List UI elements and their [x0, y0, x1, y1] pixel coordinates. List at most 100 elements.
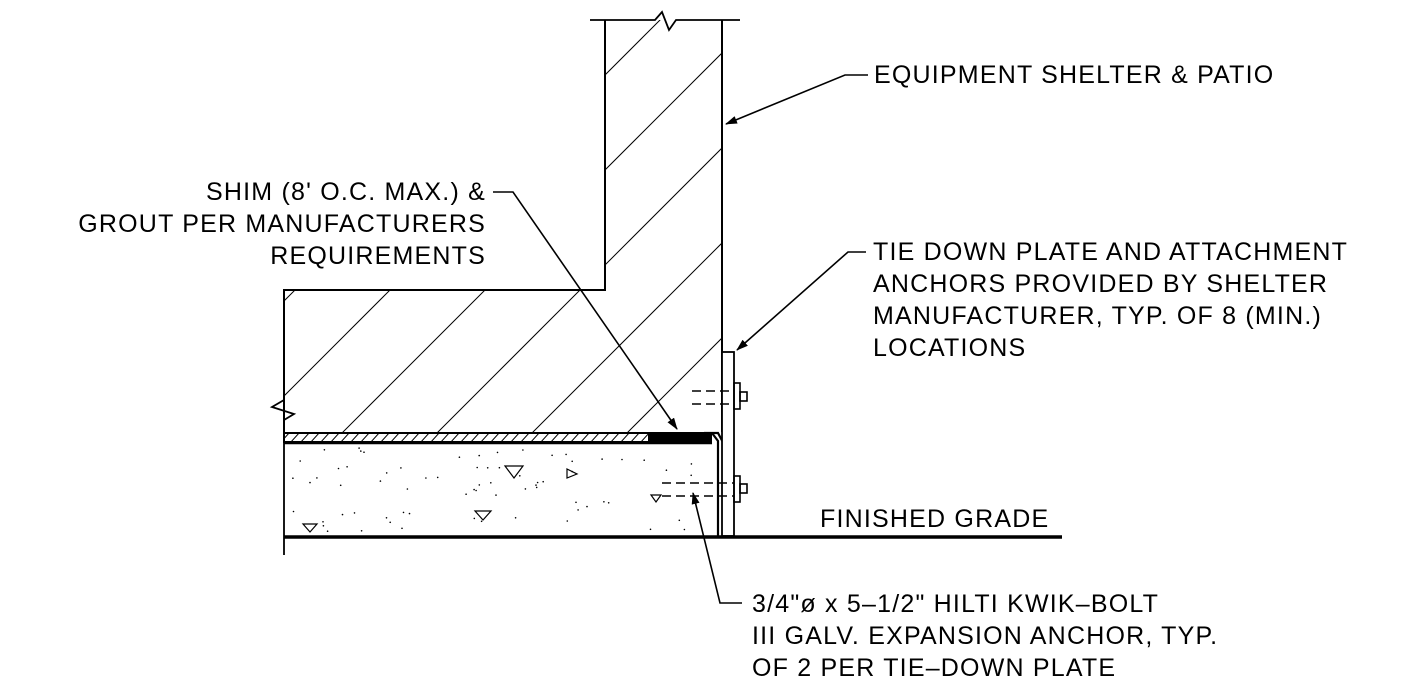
stipple-dot [690, 474, 692, 477]
stipple-dot [358, 447, 360, 449]
hatch-line [460, 433, 470, 442]
hatch-line [370, 433, 380, 442]
stipple-dot [690, 463, 693, 465]
stipple-dot [514, 517, 517, 519]
hatch-line [284, 20, 722, 432]
hatch-line [410, 433, 420, 442]
stipple-dot [341, 513, 344, 516]
note-line: SHIM (8' O.C. MAX.) & [206, 178, 486, 206]
hatch-line [420, 433, 430, 442]
note-line: ANCHORS PROVIDED BY SHELTER [873, 270, 1329, 298]
stipple-dot [465, 493, 467, 496]
stipple-dot [607, 502, 610, 504]
note-line: GROUT PER MANUFACTURERS [78, 210, 486, 238]
hatch-line [400, 433, 410, 442]
stipple-dot [480, 520, 483, 523]
stipple-dot [542, 480, 544, 483]
hatch-line [500, 433, 510, 442]
stipple-dot [406, 488, 409, 490]
stipple-dot [522, 449, 524, 451]
stipple-dot [436, 476, 439, 479]
stipple-dot [401, 527, 403, 530]
concrete-slab [284, 441, 712, 533]
hatch-line [284, 20, 396, 432]
stipple-dot [535, 486, 538, 489]
stipple-dot [379, 480, 382, 482]
stipple-dot [337, 467, 340, 470]
hatch-line [570, 433, 580, 442]
hatch-line [440, 433, 450, 442]
stipple-dot [566, 520, 569, 522]
stipple-dot [621, 458, 623, 461]
stipple-dot [458, 456, 461, 459]
hatch-line [290, 433, 300, 442]
hatch-line [320, 433, 330, 442]
hatch-line [284, 20, 722, 432]
note-line: 3/4"ø x 5–1/2" HILTI KWIK–BOLT [752, 590, 1160, 618]
hatch-line [600, 433, 610, 442]
stipple-dot [490, 482, 492, 484]
upper-bolt [692, 382, 748, 410]
hatch-line [520, 433, 530, 442]
hatch-line [360, 433, 370, 442]
note-line: OF 2 PER TIE–DOWN PLATE [752, 654, 1117, 682]
hatch-line [540, 433, 550, 442]
hatch-line [470, 433, 480, 442]
note-line: LOCATIONS [873, 334, 1027, 362]
hatch-line [490, 433, 500, 442]
note-tie-down-plate: TIE DOWN PLATE AND ATTACHMENT ANCHORS PR… [873, 236, 1348, 364]
hatch-line [640, 433, 649, 442]
stipple-dot [292, 477, 294, 480]
shim [649, 432, 712, 442]
hatch-line [560, 433, 570, 442]
stipple-dot [496, 451, 499, 454]
stipple-dot [346, 466, 348, 468]
hatch-line [590, 433, 600, 442]
stipple-dot [473, 517, 476, 520]
stipple-dot [292, 510, 295, 513]
stipple-dot [360, 450, 362, 452]
stipple-dot [575, 501, 577, 504]
stipple-dot [425, 477, 427, 479]
note-line: TIE DOWN PLATE AND ATTACHMENT [873, 238, 1349, 266]
hatch-line [380, 433, 390, 442]
hatch-line [284, 433, 290, 440]
hatch-line [580, 433, 590, 442]
stipple-dot [385, 472, 388, 474]
hatch-line [390, 433, 400, 442]
hatch-line [284, 20, 681, 432]
stipple-dot [353, 512, 356, 514]
hatch-line [630, 433, 640, 442]
stipple-dot [643, 459, 645, 462]
stipple-dot [649, 528, 652, 531]
stipple-dot [683, 528, 686, 531]
grout-layer [283, 432, 650, 443]
stipple-dot [322, 521, 324, 523]
stipple-dot [524, 488, 527, 490]
hatch-line [350, 433, 360, 442]
note-line: FINISHED GRADE [820, 505, 1050, 533]
stipple-dot [402, 511, 405, 514]
stipple-dot [601, 458, 603, 460]
stipple-dot [478, 454, 481, 457]
stipple-dot [389, 521, 392, 524]
stipple-dot [408, 512, 411, 515]
note-line: REQUIREMENTS [270, 242, 486, 270]
hatch-line [359, 20, 722, 432]
leader-shelter [725, 74, 868, 125]
stipple-dot [577, 509, 579, 511]
hatch-line [340, 433, 350, 442]
stipple-dot [476, 466, 479, 469]
leader-tiedown [736, 251, 866, 351]
hatch-line [284, 20, 586, 432]
stipple-dot [551, 454, 553, 457]
hatch-line [284, 20, 722, 432]
stipple-dot [360, 530, 363, 532]
stipple-dot [519, 475, 521, 477]
stipple-dot [495, 494, 497, 496]
hatch-line [310, 433, 320, 442]
stipple-dot [603, 501, 605, 503]
anchor-bolt [662, 475, 748, 503]
stipple-dot [535, 484, 537, 486]
